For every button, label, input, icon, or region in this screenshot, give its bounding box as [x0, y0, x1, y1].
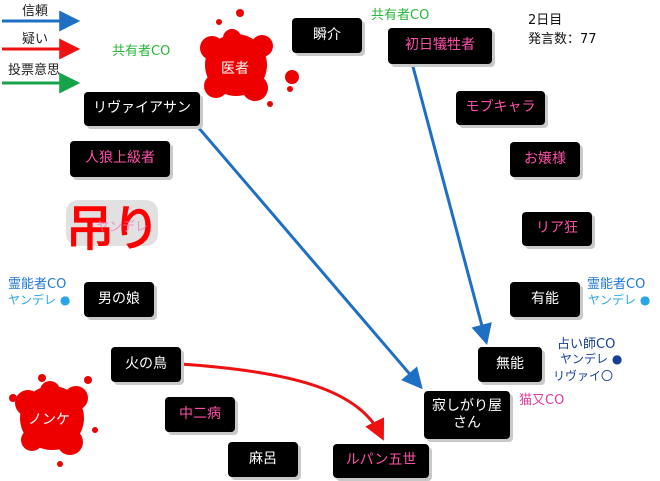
node-shunsuke[interactable]: 瞬介: [292, 18, 362, 53]
day-indicator: 2日目: [528, 13, 563, 28]
legend-vote-label: 投票意思: [8, 63, 61, 78]
blood-splat-nonke: [9, 374, 98, 467]
legend-doubt-label: 疑い: [22, 32, 49, 47]
node-mobchara[interactable]: モブキャラ: [456, 91, 545, 125]
doctor-death-label: 医者: [221, 61, 249, 77]
tag-kyoyu-co-right: 共有者CO: [371, 8, 430, 23]
node-muno[interactable]: 無能: [478, 347, 542, 382]
tag-reino-left-result: ヤンデレ ●: [8, 293, 71, 307]
tag-reino-co-right: 霊能者CO: [587, 277, 646, 292]
nonke-death-label: ノンケ: [28, 412, 70, 428]
node-yuno[interactable]: 有能: [510, 282, 580, 317]
node-sabishi[interactable]: 寂しがり屋さん: [424, 391, 510, 439]
hang-mark-text: 吊り: [66, 201, 160, 257]
tag-uranai-result-yandere: ヤンデレ ●: [560, 352, 623, 366]
tag-uranai-co: 占い師CO: [557, 337, 616, 352]
post-count: 発言数：77: [528, 32, 597, 47]
tag-uranai-result-rivaia: リヴァイ〇: [553, 369, 614, 383]
tag-nekomata-co: 猫又CO: [519, 393, 565, 408]
hang-mark-backdrop: [66, 200, 158, 246]
legend-trust-label: 信頼: [22, 4, 49, 19]
arrow-trust-first-victim-to-muno: [410, 62, 492, 346]
hanged-player-name: ヤンデレ: [96, 220, 149, 235]
node-rivaia[interactable]: リヴァイアサン: [84, 92, 200, 126]
node-hinotori[interactable]: 火の鳥: [111, 347, 181, 382]
arrow-doubt-hinotori-to-lupin: [179, 362, 385, 441]
node-chunibyo[interactable]: 中二病: [165, 397, 235, 432]
node-otokonoko[interactable]: 男の娘: [84, 282, 154, 317]
arrow-trust-rivaia-to-sabishi: [196, 126, 423, 390]
node-lupin[interactable]: ルパン五世: [333, 444, 429, 478]
node-jinro[interactable]: 人狼上級者: [70, 141, 170, 177]
tag-reino-right-result: ヤンデレ ●: [588, 293, 651, 307]
tag-kyoyu-co-left: 共有者CO: [112, 44, 171, 59]
node-maro[interactable]: 麻呂: [228, 442, 298, 477]
node-ojousama[interactable]: お嬢様: [510, 142, 580, 177]
tag-reino-co-left: 霊能者CO: [8, 277, 67, 292]
node-first-victim[interactable]: 初日犠牲者: [388, 28, 492, 64]
hang-mark: 吊り: [64, 195, 160, 257]
node-riakyo[interactable]: リア狂: [522, 212, 592, 246]
